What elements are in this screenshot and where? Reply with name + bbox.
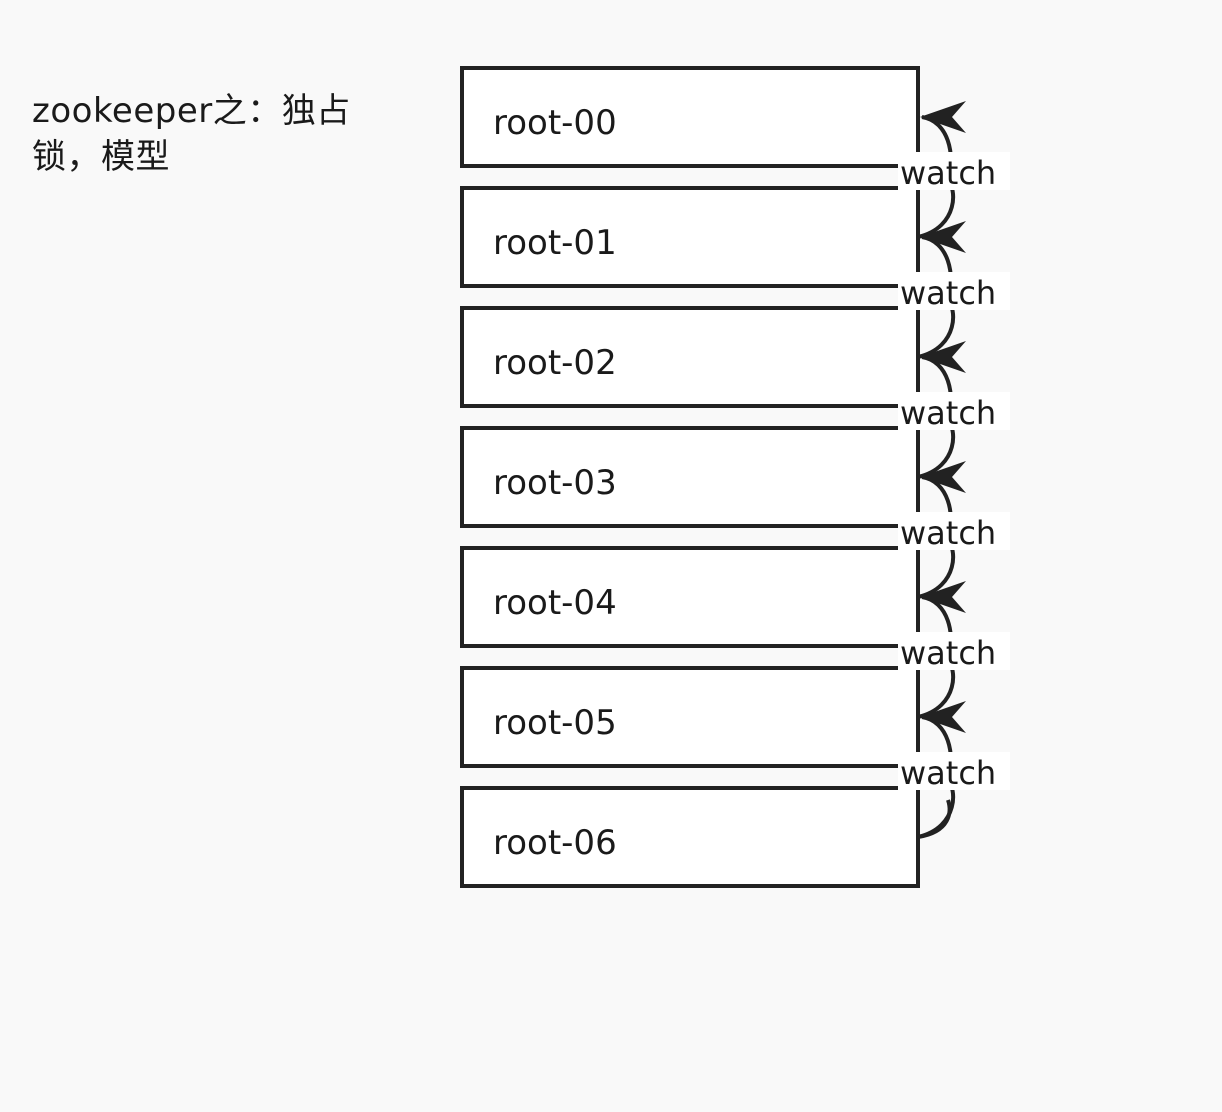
node-root-03: root-03 [460, 426, 920, 528]
node-label: root-02 [493, 343, 617, 383]
watch-connector: watch [898, 341, 1010, 479]
node-label: root-06 [493, 823, 617, 863]
watch-line-tail [917, 799, 952, 839]
watch-label-bg [898, 152, 1010, 190]
diagram-title: zookeeper之：独占锁，模型 [32, 91, 351, 177]
node-box [460, 426, 920, 528]
watch-arrowhead [920, 101, 966, 133]
node-root-00: root-00 [460, 66, 920, 168]
watch-label: watch [900, 154, 996, 192]
watch-connector: watch [898, 461, 1010, 599]
watch-label-bg [898, 272, 1010, 310]
node-label: root-05 [493, 703, 617, 743]
watch-layer: watch watch watch watch watch watch [898, 101, 1010, 839]
watch-label-bg [898, 632, 1010, 670]
node-label: root-04 [493, 583, 617, 623]
watch-label-bg [898, 752, 1010, 790]
watch-arrowhead [920, 461, 966, 493]
watch-arrowhead [920, 341, 966, 373]
node-root-01: root-01 [460, 186, 920, 288]
node-root-06: root-06 [460, 786, 920, 888]
node-layer: root-00 root-01 root-02 root-03 root-04 root-… [460, 66, 920, 888]
watch-label: watch [900, 394, 996, 432]
node-box [460, 786, 920, 888]
watch-label: watch [900, 514, 996, 552]
watch-connector: watch [898, 221, 1010, 359]
node-label: root-03 [493, 463, 617, 503]
node-label: root-01 [493, 223, 617, 263]
node-label: root-00 [493, 103, 617, 143]
watch-label: watch [900, 634, 996, 672]
node-box [460, 546, 920, 648]
node-root-04: root-04 [460, 546, 920, 648]
watch-arrowhead [920, 221, 966, 253]
node-box [460, 666, 920, 768]
watch-arrowhead [920, 581, 966, 613]
watch-arrowhead [920, 701, 966, 733]
node-root-02: root-02 [460, 306, 920, 408]
watch-label-bg [898, 392, 1010, 430]
watch-label: watch [900, 274, 996, 312]
watch-connector: watch [898, 101, 1010, 239]
watch-label: watch [900, 754, 996, 792]
watch-label-bg [898, 512, 1010, 550]
watch-connector: watch [898, 701, 1010, 839]
watch-connector: watch [898, 581, 1010, 719]
node-root-05: root-05 [460, 666, 920, 768]
node-box [460, 66, 920, 168]
